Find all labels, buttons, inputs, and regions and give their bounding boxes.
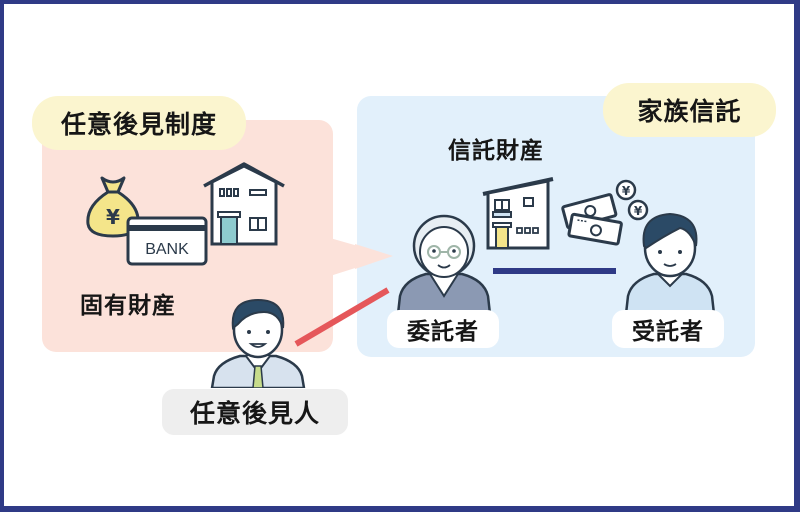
guardian-label: 任意後見人 xyxy=(162,389,348,435)
svg-text:¥: ¥ xyxy=(106,205,120,229)
trustee-label: 受託者 xyxy=(612,310,724,348)
house-icon xyxy=(203,162,285,246)
bank-card-icon: BANK xyxy=(126,216,208,266)
yen-coins-icon: ¥ ¥ xyxy=(615,179,649,221)
svg-text:BANK: BANK xyxy=(145,241,189,258)
guardianship-title-pill: 任意後見制度 xyxy=(32,96,246,150)
settlor-avatar xyxy=(396,214,492,314)
family-trust-title-pill: 家族信託 xyxy=(603,83,776,137)
guardian-link-line xyxy=(294,287,390,347)
money-bag-yen-icon: ¥ xyxy=(86,176,140,238)
trust-relationship-line xyxy=(493,268,616,274)
own-assets-label: 固有財産 xyxy=(80,293,176,319)
speech-pointer-tip xyxy=(355,244,393,269)
settlor-label: 委託者 xyxy=(387,310,499,348)
svg-text:¥: ¥ xyxy=(622,184,631,198)
modern-house-icon xyxy=(482,177,554,250)
banknotes-icon xyxy=(561,193,623,246)
guardian-avatar xyxy=(210,298,306,388)
trustee-avatar xyxy=(624,212,716,314)
svg-text:¥: ¥ xyxy=(634,204,643,218)
trust-assets-label: 信託財産 xyxy=(448,138,544,164)
